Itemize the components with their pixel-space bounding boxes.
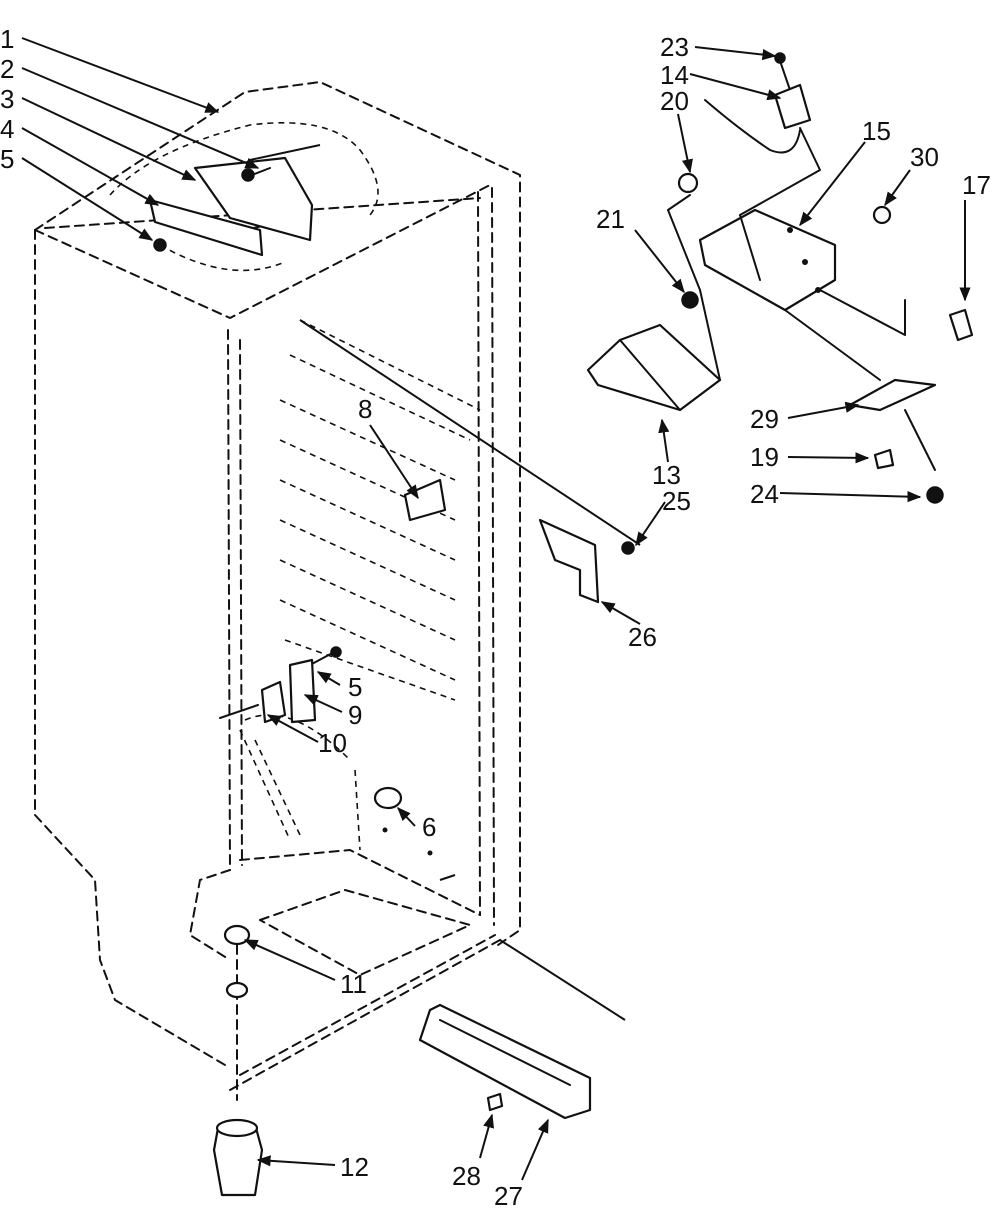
mid-bracket-group (219, 646, 342, 724)
control-assembly (667, 52, 974, 381)
air-duct-13 (586, 289, 722, 412)
shelf-support-8 (403, 478, 447, 522)
callout-10: 10 (318, 728, 347, 758)
callout-1: 1 (0, 24, 14, 54)
callout-30: 30 (910, 142, 939, 172)
cabinet-liner (34, 81, 641, 1091)
callout-8: 8 (358, 394, 372, 424)
callout-28: 28 (452, 1161, 481, 1191)
callout-15: 15 (862, 116, 891, 146)
callout-5: 5 (0, 144, 14, 174)
grommet-6 (373, 786, 433, 856)
callout-25: 25 (662, 486, 691, 516)
callout-14: 14 (660, 60, 689, 90)
callout-24: 24 (750, 479, 779, 509)
callout-3: 3 (0, 84, 14, 114)
callout-2: 2 (0, 54, 14, 84)
callout-12: 12 (340, 1152, 369, 1182)
callout-labels: 1 2 3 4 5 8 5 9 10 6 11 12 28 27 23 14 2… (0, 24, 991, 1211)
damper-control-bracket (148, 156, 314, 257)
callout-26: 26 (628, 622, 657, 652)
callout-11: 11 (340, 969, 367, 999)
light-socket-group (848, 378, 944, 504)
bracket-26 (538, 518, 635, 604)
callout-13: 13 (652, 460, 681, 490)
callout-4: 4 (0, 114, 14, 144)
callout-5-mid: 5 (348, 672, 362, 702)
callout-17: 17 (962, 170, 991, 200)
callout-6: 6 (422, 812, 436, 842)
callout-21: 21 (596, 204, 625, 234)
callout-19: 19 (750, 442, 779, 472)
leveling-leg (212, 924, 264, 1197)
callout-29: 29 (750, 404, 779, 434)
callout-27: 27 (494, 1181, 523, 1211)
callout-9: 9 (348, 700, 362, 730)
leader-arrows (21, 37, 971, 1181)
toe-grille (418, 1003, 592, 1120)
callout-20: 20 (660, 86, 689, 116)
callout-23: 23 (660, 32, 689, 62)
